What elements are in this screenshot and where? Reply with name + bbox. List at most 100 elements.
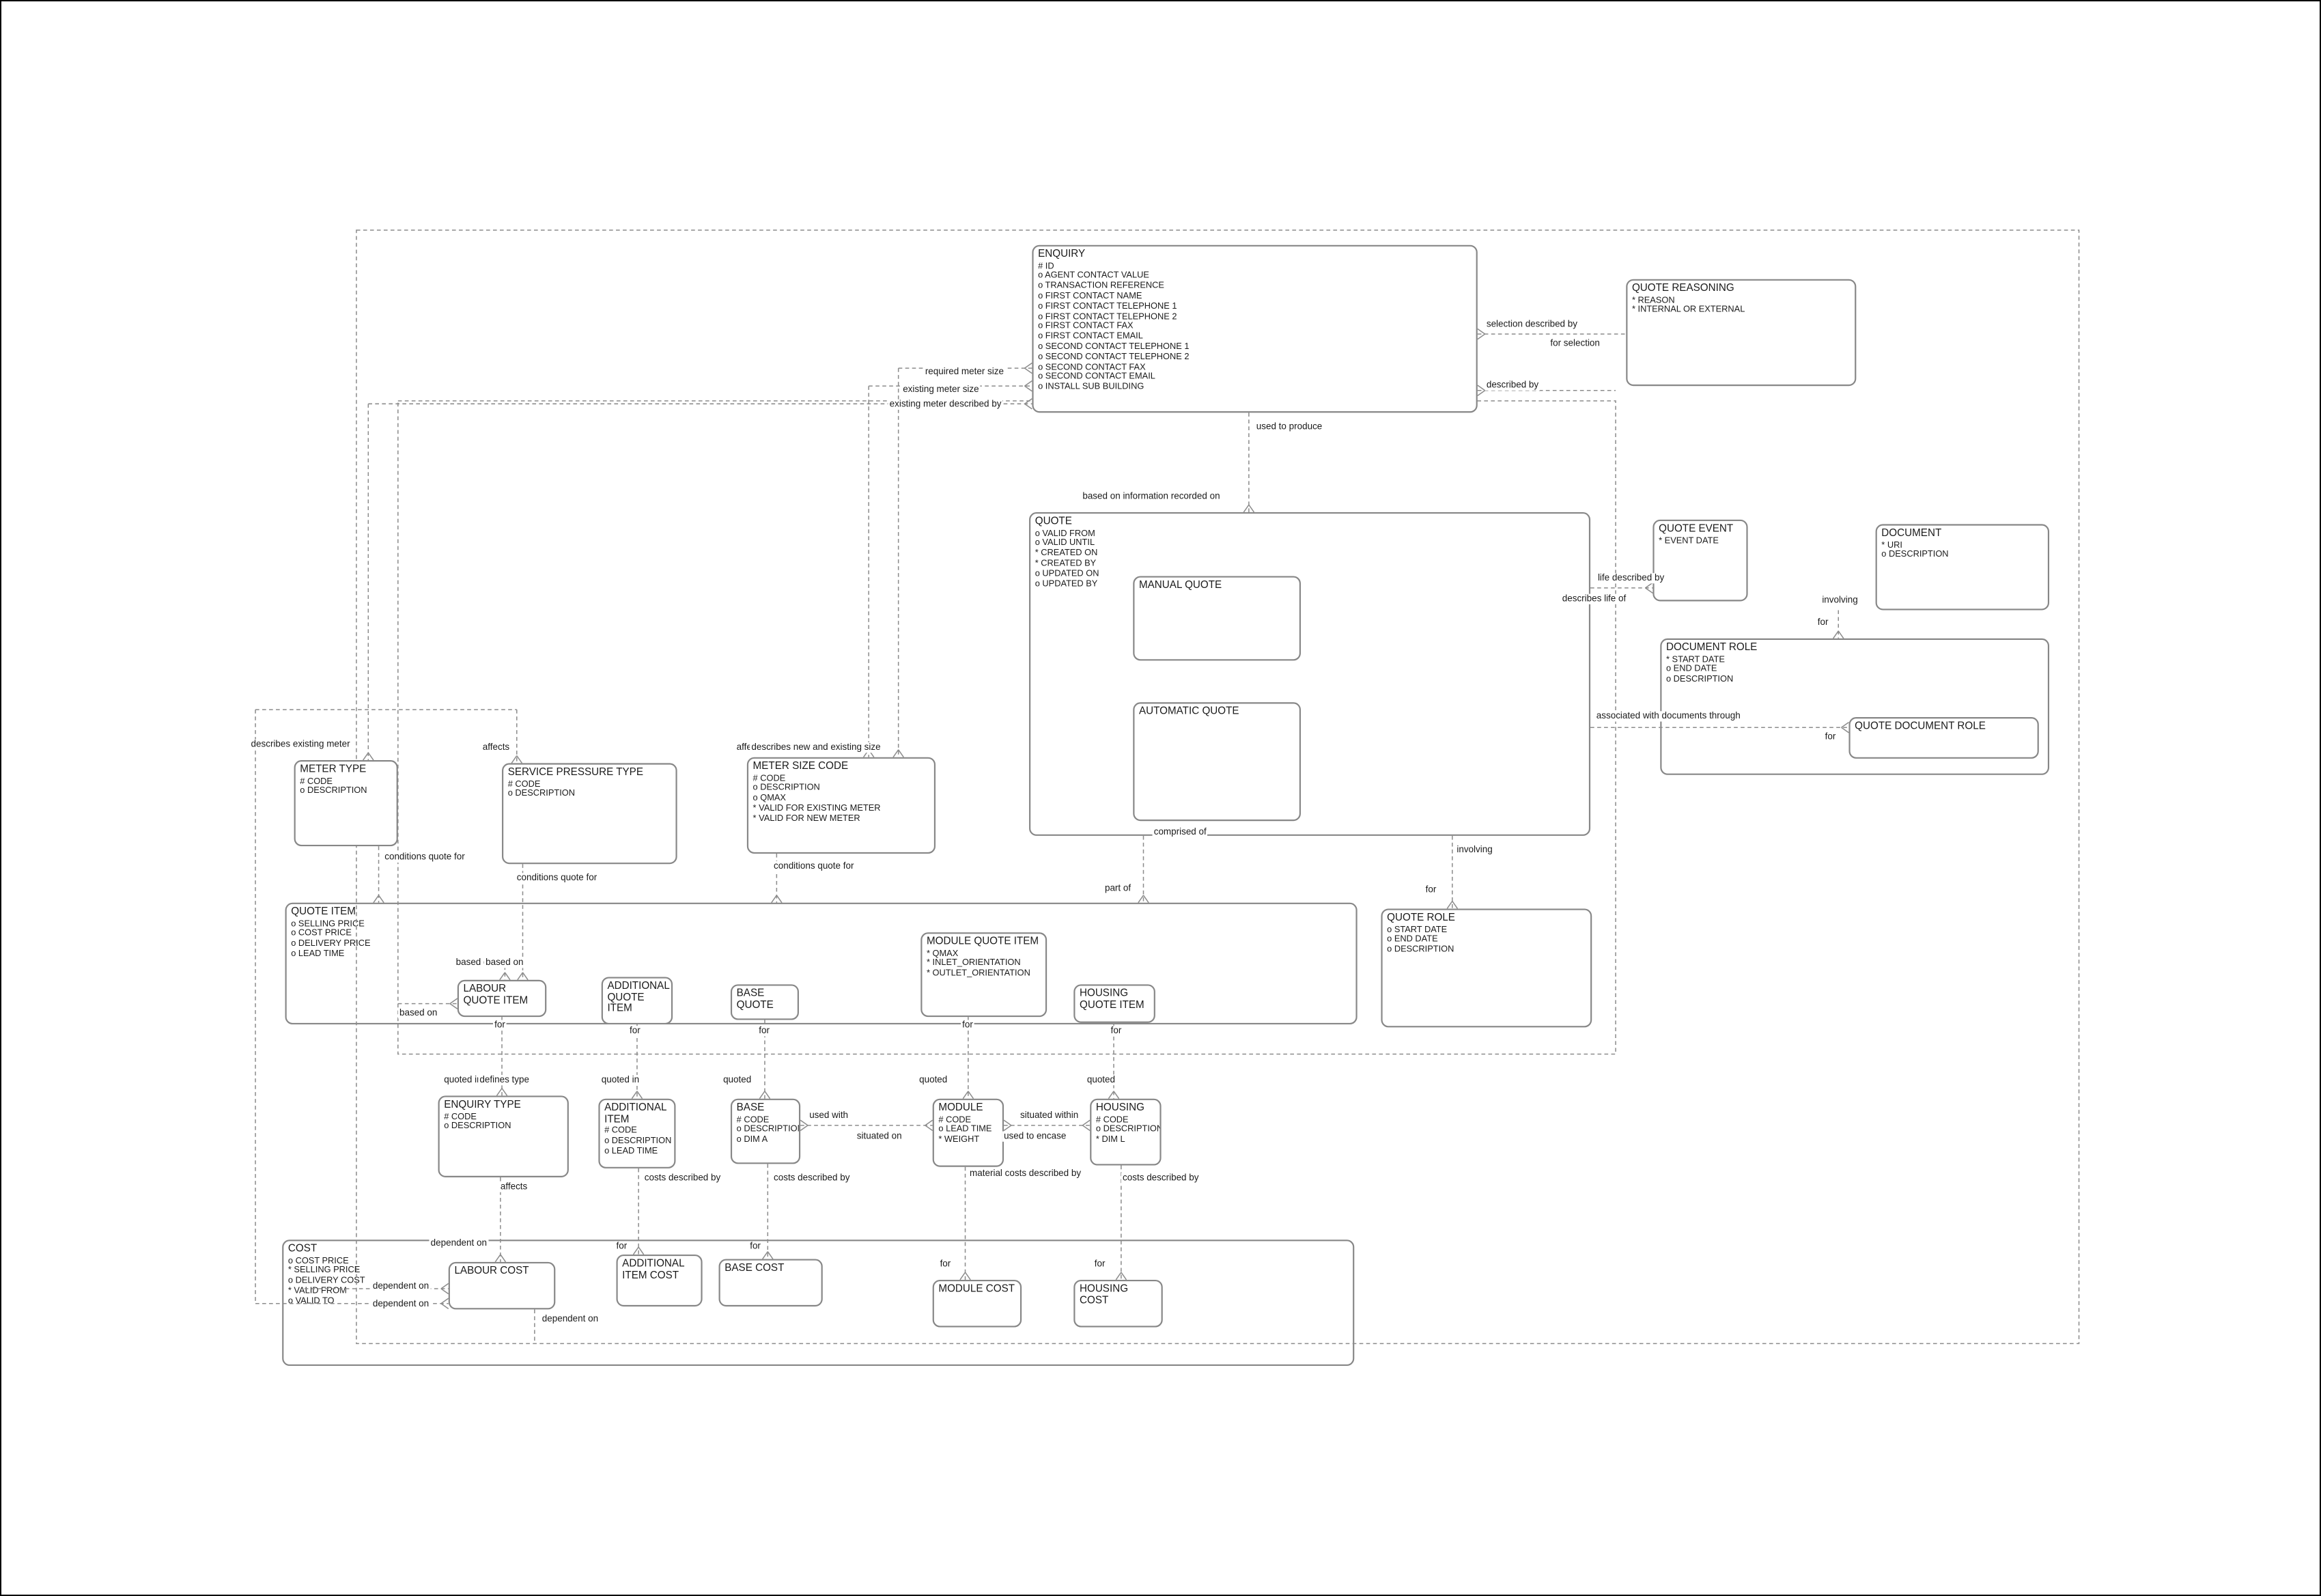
entity-quote-reasoning[interactable]: QUOTE REASONING* REASON* INTERNAL OR EXT… (1626, 279, 1857, 387)
relationship-line (892, 749, 899, 758)
relationship-label: dependent on (540, 1313, 600, 1325)
relationship-line (1477, 390, 1486, 396)
entity-attribute: o UPDATED ON (1035, 570, 1099, 579)
relationship-label: quoted (1085, 1074, 1117, 1086)
entity-attribute: o COST PRICE (291, 929, 352, 939)
relationship-line (500, 1254, 507, 1263)
entity-automatic-quote[interactable]: AUTOMATIC QUOTE (1133, 702, 1302, 822)
relationship-line (898, 749, 904, 758)
entity-attribute: o DESCRIPTION (507, 790, 575, 800)
entity-attribute: o DESCRIPTION (604, 1137, 672, 1147)
relationship-line (440, 1283, 449, 1289)
relationship-line (1082, 1119, 1091, 1126)
relationship-label: costs described by (1121, 1173, 1200, 1184)
entity-attribute: # CODE (938, 1115, 972, 1125)
relationship-line (496, 1088, 503, 1096)
entity-housing-cost[interactable]: HOUSING COST (1073, 1279, 1163, 1328)
entity-attribute: o END DATE (1387, 936, 1438, 945)
entity-labour-cost[interactable]: LABOUR COST (448, 1261, 556, 1310)
relationship-line (440, 1303, 449, 1309)
entity-attribute: o FIRST CONTACT NAME (1038, 292, 1142, 302)
entity-attribute: o DELIVERY COST (287, 1277, 365, 1287)
relationship-label: existing meter size (901, 384, 981, 395)
relationship-line (767, 1251, 774, 1259)
relationship-label: for (1823, 731, 1838, 742)
entity-attribute: o FIRST CONTACT TELEPHONE 1 (1038, 303, 1177, 312)
entity-attribute: o DESCRIPTION (1387, 946, 1454, 955)
entity-attribute: o DIM A (736, 1136, 768, 1145)
relationship-line (764, 1091, 771, 1100)
entity-quote-document-role[interactable]: QUOTE DOCUMENT ROLE (1848, 717, 2039, 759)
entity-attribute: * VALID FOR EXISTING METER (752, 804, 881, 814)
relationship-routing-rect (397, 400, 1616, 1055)
relationship-label: dependent on (371, 1299, 431, 1310)
relationship-label: conditions quote for (772, 860, 856, 872)
entity-attribute: # CODE (444, 1112, 477, 1122)
relationship-line (968, 1091, 974, 1100)
entity-additional-item-cost[interactable]: ADDITIONAL ITEM COST (616, 1254, 703, 1307)
entity-attribute: * INLET_ORIENTATION (926, 960, 1021, 969)
relationship-line (522, 972, 529, 981)
relationship-label: based on (483, 957, 525, 968)
entity-module-quote-item[interactable]: MODULE QUOTE ITEM* QMAX* INLET_ORIENTATI… (920, 932, 1047, 1018)
entity-title: QUOTE ROLE (1387, 912, 1455, 924)
entity-title: COST (287, 1244, 318, 1255)
relationship-line (1003, 1125, 1012, 1132)
relationship-line (1838, 630, 1844, 639)
relationship-label: involving (1820, 595, 1859, 606)
relationship-line (925, 1125, 933, 1132)
relationship-line (1243, 504, 1250, 513)
entity-title: QUOTE REASONING (1631, 283, 1734, 294)
entity-manual-quote[interactable]: MANUAL QUOTE (1133, 576, 1302, 661)
relationship-line (449, 998, 458, 1005)
entity-attribute: o AGENT CONTACT VALUE (1038, 272, 1149, 281)
entity-housing-quote-item[interactable]: HOUSING QUOTE ITEM (1073, 984, 1155, 1023)
entity-title: SERVICE PRESSURE TYPE (507, 767, 644, 779)
entity-title: MODULE (938, 1103, 983, 1114)
entity-base-quote[interactable]: BASE QUOTE (730, 984, 799, 1020)
relationship-line (1477, 384, 1486, 391)
entity-attribute: o DELIVERY PRICE (291, 940, 371, 949)
entity-attribute: o LEAD TIME (291, 950, 345, 960)
relationship-label: associated with documents through (1594, 711, 1742, 722)
relationship-label: defines type (478, 1074, 531, 1086)
entity-attribute: * URI (1881, 541, 1902, 550)
relationship-line (776, 895, 783, 904)
entity-title: MODULE COST (938, 1284, 1015, 1295)
relationship-label: for (615, 1241, 629, 1252)
entity-base-cost[interactable]: BASE COST (718, 1259, 823, 1307)
entity-additional-quote-item[interactable]: ADDITIONAL QUOTE ITEM (601, 977, 673, 1025)
relationship-label: costs described by (643, 1173, 722, 1184)
relationship-line (1645, 587, 1653, 594)
relationship-label: quoted (721, 1074, 753, 1086)
relationship-line (367, 752, 374, 761)
entity-attribute: * SELLING PRICE (287, 1267, 361, 1276)
relationship-line (1142, 895, 1149, 904)
relationship-label: life described by (1596, 573, 1666, 584)
entity-quote-event[interactable]: QUOTE EVENT* EVENT DATE (1652, 519, 1748, 602)
entity-attribute: o FIRST CONTACT FAX (1038, 322, 1134, 332)
relationship-label: part of (1103, 883, 1133, 894)
entity-title: LABOUR QUOTE ITEM (463, 984, 529, 1007)
relationship-line (1452, 901, 1459, 909)
relationship-label: for (1424, 884, 1438, 895)
relationship-label: described by (1485, 380, 1541, 391)
entity-labour-quote-item[interactable]: LABOUR QUOTE ITEM (457, 979, 547, 1018)
entity-module-cost[interactable]: MODULE COST (932, 1279, 1022, 1328)
